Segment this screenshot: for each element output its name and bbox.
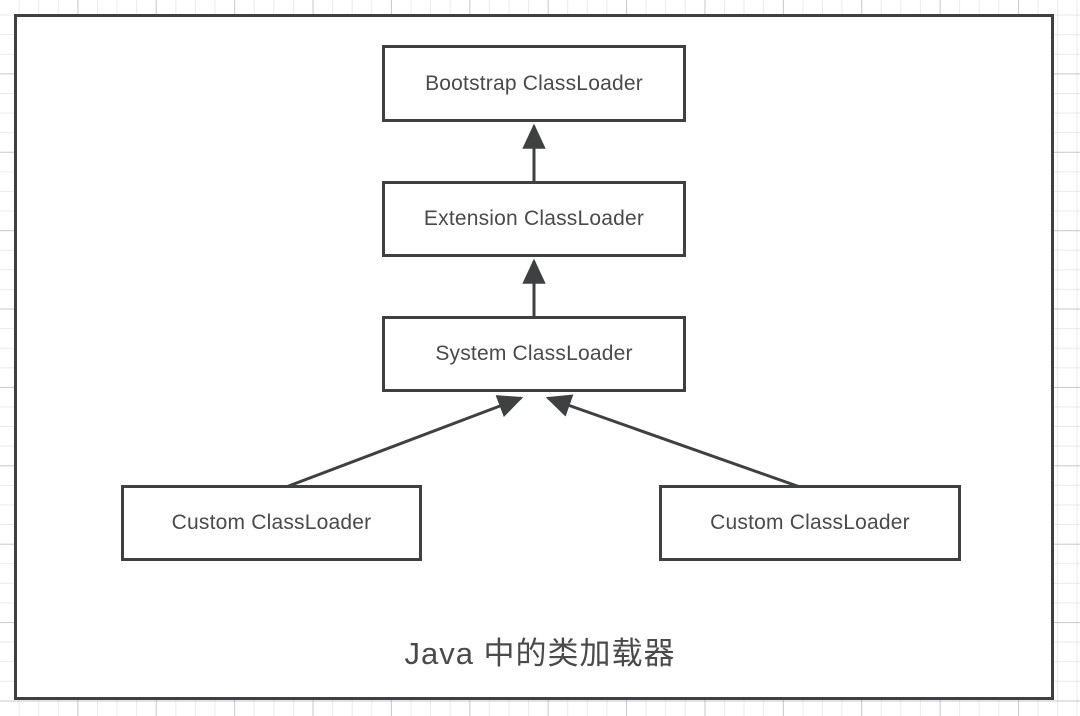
node-bootstrap-classloader-label: Bootstrap ClassLoader — [425, 71, 643, 95]
node-extension-classloader[interactable]: Extension ClassLoader — [382, 181, 686, 257]
node-custom-classloader-right[interactable]: Custom ClassLoader — [659, 485, 961, 561]
node-system-classloader[interactable]: System ClassLoader — [382, 316, 686, 392]
node-custom-classloader-left[interactable]: Custom ClassLoader — [121, 485, 422, 561]
node-custom-classloader-right-label: Custom ClassLoader — [710, 511, 910, 534]
diagram-title: Java 中的类加载器 — [404, 636, 676, 671]
node-bootstrap-classloader[interactable]: Bootstrap ClassLoader — [382, 45, 686, 122]
node-system-classloader-label: System ClassLoader — [435, 342, 633, 365]
node-custom-classloader-left-label: Custom ClassLoader — [171, 511, 372, 534]
node-extension-classloader-label: Extension ClassLoader — [423, 207, 645, 230]
